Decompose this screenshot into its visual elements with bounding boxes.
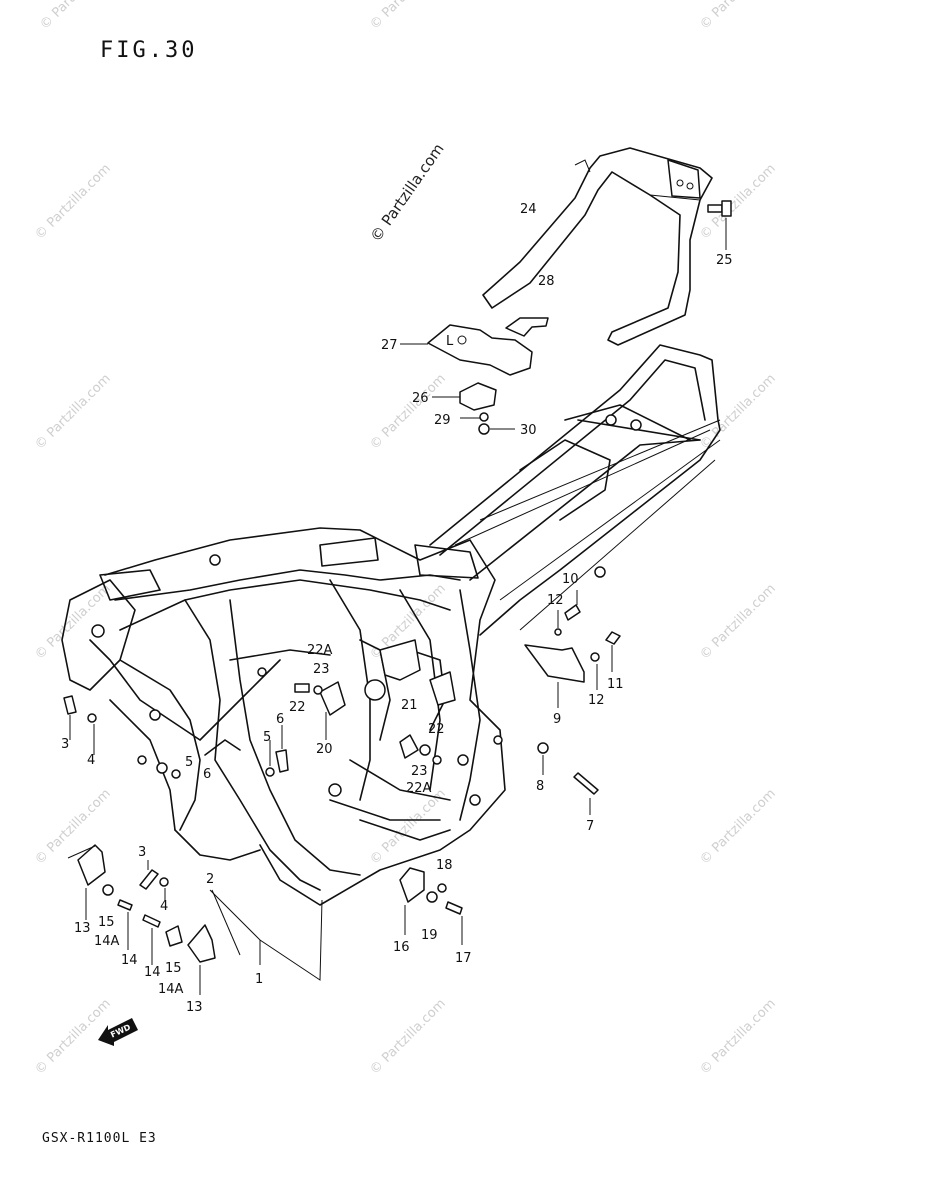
callout-9: 9	[553, 712, 561, 727]
watermark: © Partzilla.com	[32, 161, 114, 243]
part-9-bracket	[524, 644, 585, 708]
callout-17: 17	[455, 951, 472, 966]
callout-19: 19	[421, 928, 438, 943]
callout-16: 16	[393, 940, 410, 955]
callout-5-right: 5	[263, 730, 271, 745]
watermark: © Partzilla.com	[32, 371, 114, 453]
watermark: © Partzilla.com	[697, 996, 779, 1078]
part-7-bolt	[573, 772, 599, 815]
callout-30: 30	[520, 423, 537, 438]
callout-4: 4	[87, 753, 95, 768]
watermark: © Partzilla.com	[697, 581, 779, 663]
figure-title: FIG.30	[100, 38, 197, 63]
callout-labels: 24 25 28 27 26 29 30 10 12 11 12 9 22A 2…	[61, 202, 733, 1015]
callout-3: 3	[61, 737, 69, 752]
part-11-12-bolt-washer	[590, 631, 621, 690]
callout-23: 23	[313, 662, 330, 677]
callout-23-right: 23	[411, 764, 428, 779]
part-10-12-bolt-washer	[554, 590, 581, 636]
part-27-plate: L	[400, 324, 533, 376]
callout-1: 1	[255, 972, 263, 987]
callout-22: 22	[289, 700, 306, 715]
callout-11: 11	[607, 677, 624, 692]
part-29-30-nut-washer	[460, 412, 515, 435]
part-1-main-frame	[61, 344, 721, 981]
model-label: GSX-R1100L E3	[42, 1131, 157, 1146]
callout-8: 8	[536, 779, 544, 794]
part-18-19-17-hardware	[426, 883, 463, 945]
part-13-right-bracket	[187, 924, 216, 995]
watermark: © Partzilla.com	[697, 161, 779, 243]
part-22-23-bolts	[294, 683, 442, 765]
callout-27: 27	[381, 338, 398, 353]
watermark-main: © Partzilla.com	[367, 140, 448, 245]
callout-12: 12	[547, 593, 564, 608]
watermark: © Partzilla.com	[697, 0, 779, 33]
callout-15-left: 15	[98, 915, 115, 930]
part-15-14-washers-bolts	[102, 884, 183, 965]
part-25-bolt	[707, 200, 732, 250]
callout-7: 7	[586, 819, 594, 834]
callout-22A: 22A	[307, 643, 333, 658]
part-5-6-nut-washer	[156, 725, 289, 779]
part-20-bracket	[319, 681, 346, 740]
watermark: © Partzilla.com	[697, 371, 779, 453]
callout-14A-left: 14A	[94, 934, 120, 949]
callout-25: 25	[716, 253, 733, 268]
watermark: © Partzilla.com	[37, 0, 119, 33]
svg-text:L: L	[446, 334, 454, 349]
callout-29: 29	[434, 413, 451, 428]
part-8-nut	[537, 742, 549, 775]
callout-14-left: 14	[121, 953, 138, 968]
part-16-bracket	[399, 867, 425, 935]
watermark: © Partzilla.com	[697, 786, 779, 868]
callout-24: 24	[520, 202, 537, 217]
callout-22A-right: 22A	[406, 781, 432, 796]
callout-4-lower: 4	[160, 899, 168, 914]
part-28-bracket	[505, 317, 549, 337]
callout-26: 26	[412, 391, 429, 406]
callout-2: 2	[206, 872, 214, 887]
callout-15-right: 15	[165, 961, 182, 976]
callout-14A-right: 14A	[158, 982, 184, 997]
callout-14-right: 14	[144, 965, 161, 980]
callout-10: 10	[562, 572, 579, 587]
callout-5-left: 5	[185, 755, 193, 770]
part-13-left-bracket	[67, 844, 106, 920]
callout-18: 18	[436, 858, 453, 873]
fwd-arrow-icon: FWD	[98, 1018, 138, 1046]
watermark: © Partzilla.com	[367, 0, 449, 33]
callout-13-right: 13	[186, 1000, 203, 1015]
watermark: © Partzilla.com	[367, 996, 449, 1078]
callout-6: 6	[276, 712, 284, 727]
part-26-holder	[432, 382, 497, 411]
part-3-4-lower-bolts	[139, 860, 169, 900]
part-24-seat-rail	[482, 147, 713, 346]
callout-21: 21	[401, 698, 418, 713]
callout-13-left: 13	[74, 921, 91, 936]
part-3-4-front-bolts	[63, 695, 97, 755]
part-21-bracket	[379, 639, 456, 706]
callout-6-left: 6	[203, 767, 211, 782]
callout-3-lower: 3	[138, 845, 146, 860]
callout-28: 28	[538, 274, 555, 289]
callout-12-lower: 12	[588, 693, 605, 708]
callout-22-right: 22	[428, 722, 445, 737]
callout-20: 20	[316, 742, 333, 757]
